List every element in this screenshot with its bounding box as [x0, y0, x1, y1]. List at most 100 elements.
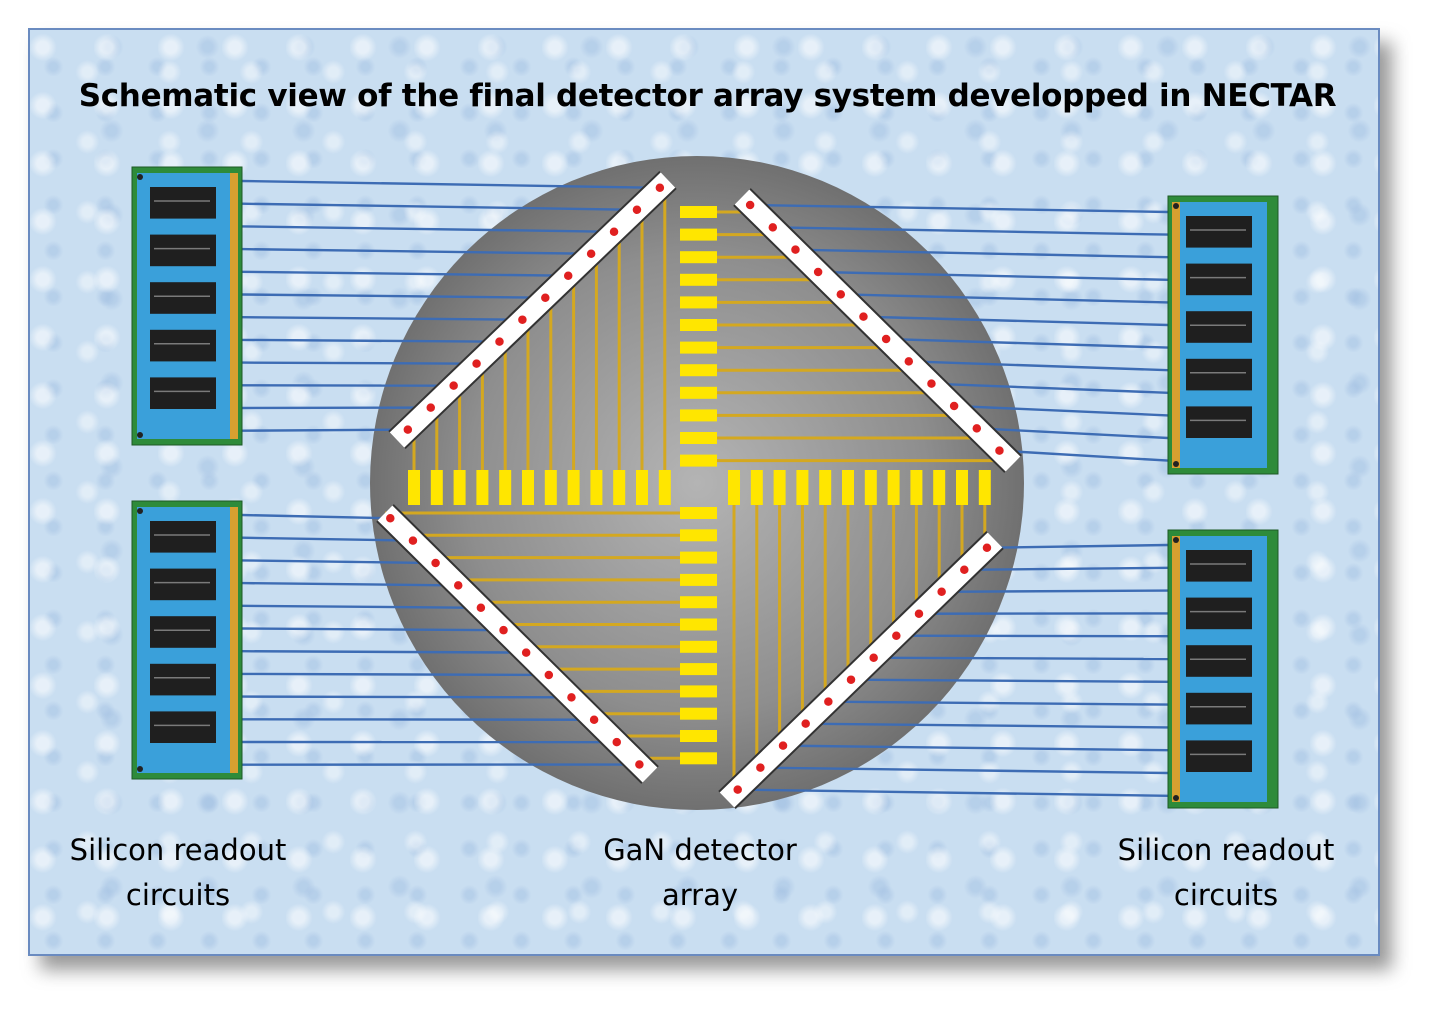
readout-board-bottom-right — [1167, 529, 1279, 809]
horizontal-pad — [430, 470, 443, 505]
bond-contact — [631, 204, 643, 216]
readout-wire — [241, 202, 637, 211]
edge-connector — [1172, 202, 1180, 468]
vertical-pad — [680, 596, 717, 609]
readout-wire — [241, 316, 523, 321]
bond-contact — [497, 624, 510, 636]
horizontal-pad — [910, 470, 923, 505]
readout-wire — [840, 293, 1169, 304]
readout-board-top-left — [131, 166, 243, 446]
horizontal-pad — [978, 470, 991, 505]
bond-contact — [493, 335, 506, 348]
memory-chip — [1186, 740, 1252, 772]
bond-contact — [470, 357, 483, 370]
bond-contact — [913, 607, 925, 620]
readout-wire — [976, 427, 1169, 440]
readout-wire — [954, 404, 1169, 417]
bond-contact — [767, 221, 779, 234]
memory-chip — [1186, 645, 1252, 677]
bond-contact — [520, 646, 532, 659]
readout-wire — [241, 247, 592, 255]
readout-wire — [828, 700, 1169, 706]
memory-chip — [1186, 550, 1252, 582]
bond-contact — [633, 758, 646, 771]
horizontal-pad — [956, 470, 968, 505]
bond-contact — [925, 377, 938, 390]
bond-contact — [777, 739, 789, 752]
horizontal-pad — [773, 470, 786, 505]
bond-contact — [835, 288, 847, 301]
memory-chip — [150, 663, 216, 696]
horizontal-pad — [728, 470, 740, 505]
readout-wire — [241, 225, 615, 233]
vertical-pad — [680, 319, 717, 331]
readout-wire — [772, 226, 1169, 236]
bond-contact — [425, 401, 437, 414]
caption-right-readout: Silicon readout circuits — [1106, 828, 1346, 918]
edge-connector — [230, 507, 238, 773]
connector-strip-bottom-right — [719, 532, 1003, 808]
vertical-pad — [680, 529, 717, 542]
horizontal-pad — [544, 470, 557, 505]
horizontal-pad — [887, 470, 900, 505]
memory-chip — [1186, 358, 1252, 391]
horizontal-pad — [750, 470, 763, 505]
horizontal-pad — [499, 470, 512, 505]
bond-contact — [754, 761, 767, 774]
caption-right-line2: circuits — [1173, 878, 1279, 912]
readout-wire — [737, 788, 1169, 797]
vertical-pad — [680, 273, 717, 286]
bond-contact — [880, 333, 892, 345]
memory-chip — [150, 282, 216, 314]
horizontal-pad — [567, 470, 580, 505]
memory-chip — [150, 377, 216, 409]
vertical-pad — [680, 573, 717, 586]
mount-hole — [137, 174, 143, 180]
bond-contact — [857, 310, 870, 323]
vertical-pad — [680, 386, 717, 399]
bond-contact — [890, 629, 903, 642]
memory-chip — [150, 234, 216, 267]
readout-wire — [241, 361, 477, 365]
vertical-pad — [680, 364, 717, 377]
bond-contact — [407, 534, 419, 547]
vertical-pad — [680, 551, 717, 564]
mount-hole — [1173, 795, 1179, 801]
horizontal-pad — [933, 470, 946, 505]
bond-contact — [903, 355, 915, 368]
readout-wire — [241, 536, 413, 542]
vertical-pad — [680, 454, 717, 467]
bond-contact — [562, 269, 574, 282]
readout-wire — [241, 293, 546, 299]
readout-wire — [241, 627, 504, 632]
memory-chip — [1186, 311, 1252, 343]
readout-wire — [818, 270, 1169, 281]
memory-chip — [150, 568, 216, 601]
caption-center-line2: array — [661, 878, 739, 912]
horizontal-pad — [658, 470, 671, 505]
diagram-title: Schematic view of the final detector arr… — [78, 78, 1337, 114]
vertical-pad — [680, 507, 717, 519]
readout-wire — [241, 428, 408, 432]
bond-contact — [608, 226, 620, 238]
vertical-pad — [680, 206, 717, 218]
mount-hole — [1173, 461, 1179, 467]
bond-contact — [948, 400, 960, 412]
readout-wire — [241, 179, 660, 189]
readout-wire — [241, 604, 481, 609]
caption-right-line1: Silicon readout — [1117, 833, 1335, 867]
readout-wire — [999, 449, 1169, 462]
vertical-pad — [680, 707, 717, 720]
readout-wire — [986, 543, 1169, 549]
vertical-pad — [680, 228, 717, 241]
caption-left-line1: Silicon readout — [69, 833, 287, 867]
bond-contact — [565, 691, 578, 704]
readout-board-top-right — [1167, 195, 1279, 475]
horizontal-pad — [476, 470, 489, 505]
vertical-pad — [680, 618, 717, 631]
bond-contact — [452, 579, 464, 592]
readout-wire — [805, 722, 1169, 729]
vertical-pad — [680, 685, 717, 698]
readout-wire — [873, 656, 1169, 661]
